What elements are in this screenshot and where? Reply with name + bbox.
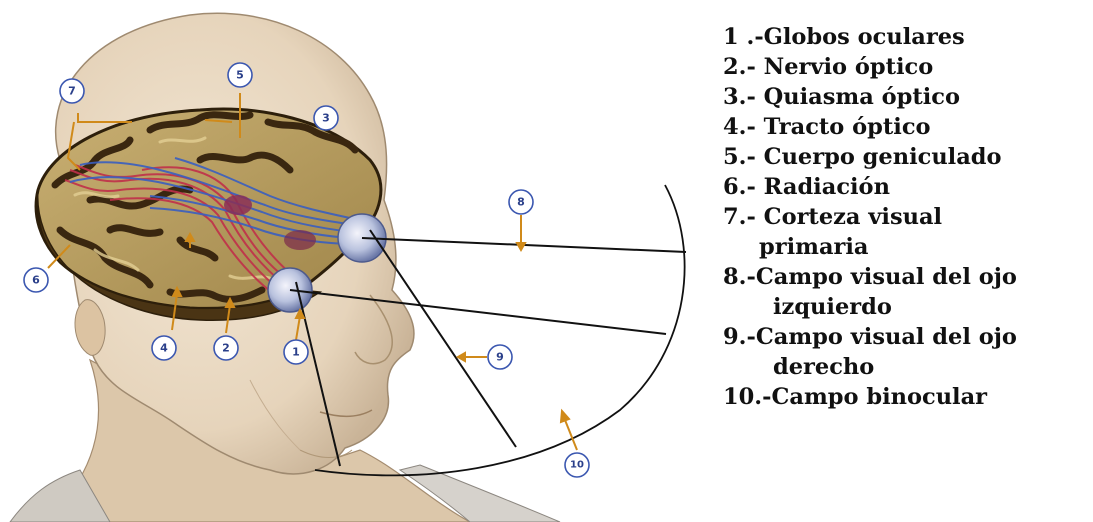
marker-8-label: 8 (517, 196, 525, 209)
marker-7-brackets (66, 93, 241, 171)
legend-item-continuation: primaria (759, 234, 869, 260)
marker-10 (564, 452, 590, 478)
legend-item-label: 10.-Campo binocular (723, 384, 988, 410)
legend-item-8: 8.-Campo visual del ojo izquierdo (723, 262, 1088, 322)
marker-7 (59, 78, 85, 104)
legend-item-7: 7.- Corteza visual primaria (723, 202, 1088, 262)
geniculate-body (224, 195, 252, 215)
legend-item-5: 5.- Cuerpo geniculado (723, 142, 1088, 172)
legend-item-label: 7.- Corteza visual (723, 204, 943, 230)
marker-3 (313, 105, 339, 131)
nose (354, 294, 393, 365)
legend-item-label: 9.-Campo visual del ojo (723, 324, 1017, 350)
marker-2-label: 2 (222, 342, 230, 355)
legend-item-label: 6.- Radiación (723, 174, 890, 200)
legend-item-10: 10.-Campo binocular (723, 382, 1088, 412)
shirt-collar (398, 464, 561, 522)
mouth (319, 409, 373, 417)
cortex-gyri (51, 111, 359, 303)
marker-6-label: 6 (32, 274, 40, 287)
marker-9-label: 9 (496, 351, 504, 364)
marker-2 (213, 335, 239, 361)
legend-item-4: 4.- Tracto óptico (723, 112, 1088, 142)
legend-item-label: 1 .-Globos oculares (723, 24, 965, 50)
marker-5 (227, 62, 253, 88)
marker-8 (508, 189, 534, 215)
legend-item-2: 2.- Nervio óptico (723, 52, 1088, 82)
marker-5-label: 5 (236, 69, 244, 82)
legend-item-9: 9.-Campo visual del ojo derecho (723, 322, 1088, 382)
ear (74, 299, 106, 356)
legend-item-continuation: derecho (773, 354, 875, 380)
binocular-field-arc (314, 184, 686, 477)
marker-7-label: 7 (68, 85, 76, 98)
optic-chiasm (284, 230, 316, 250)
legend-item-6: 6.- Radiación (723, 172, 1088, 202)
marker-4 (151, 335, 177, 361)
marker-9 (487, 344, 513, 370)
legend-item-1: 1 .-Globos oculares (723, 22, 1088, 52)
marker-10-label: 10 (570, 460, 584, 471)
marker-4-label: 4 (160, 342, 168, 355)
leader-arrows (47, 215, 578, 451)
marker-1 (283, 339, 309, 365)
legend-item-continuation: izquierdo (773, 294, 892, 320)
marker-3-label: 3 (322, 112, 330, 125)
legend-item-3: 3.- Quiasma óptico (723, 82, 1088, 112)
legend-item-label: 2.- Nervio óptico (723, 54, 934, 80)
marker-circles (23, 62, 590, 478)
marker-6 (23, 267, 49, 293)
legend-item-label: 5.- Cuerpo geniculado (723, 144, 1002, 170)
legend-item-label: 3.- Quiasma óptico (723, 84, 961, 110)
marker-1-label: 1 (292, 346, 300, 359)
legend-item-label: 4.- Tracto óptico (723, 114, 931, 140)
legend: 1 .-Globos oculares 2.- Nervio óptico 3.… (723, 22, 1088, 412)
legend-item-label: 8.-Campo visual del ojo (723, 264, 1017, 290)
